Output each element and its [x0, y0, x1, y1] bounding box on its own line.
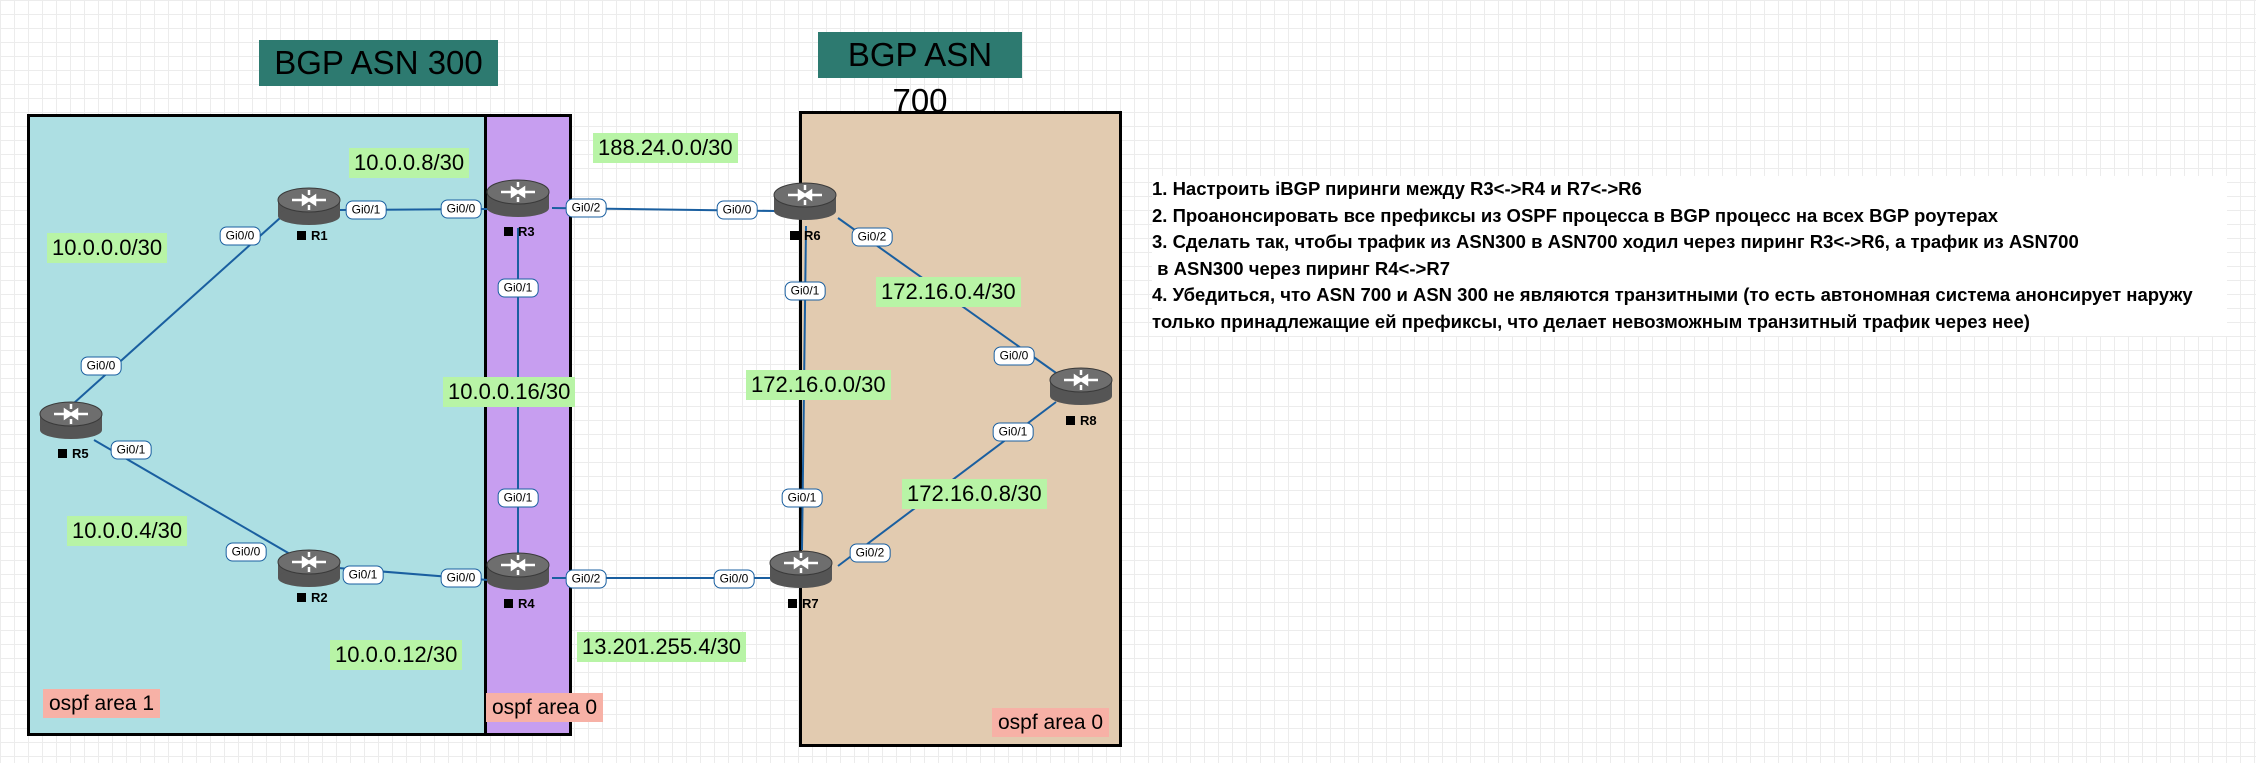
network-label-r6-r8: 172.16.0.4/30 [876, 277, 1021, 307]
network-label-r3-r4: 10.0.0.16/30 [443, 377, 576, 407]
task-line-4: в ASN300 через пиринг R4<->R7 [1152, 257, 1450, 279]
network-label-r2-r4: 10.0.0.12/30 [330, 640, 463, 670]
r8-port-gi0-1[interactable]: Gi0/1 [992, 422, 1034, 442]
r4-port-gi0-0[interactable]: Gi0/0 [440, 568, 482, 588]
network-label-r3-r6: 188.24.0.0/30 [593, 133, 738, 163]
r4-port-gi0-1[interactable]: Gi0/1 [497, 488, 539, 508]
r2-port-gi0-1[interactable]: Gi0/1 [342, 565, 384, 585]
r3-port-gi0-1[interactable]: Gi0/1 [497, 278, 539, 298]
ospf-area0-right-region [799, 111, 1122, 747]
ospf-area0-middle-label: ospf area 0 [486, 693, 604, 722]
r4-port-gi0-2[interactable]: Gi0/2 [565, 569, 607, 589]
router-r1-icon[interactable] [276, 180, 342, 226]
ospf-area1-region [27, 114, 487, 736]
router-r3-icon[interactable] [485, 172, 551, 218]
ospf-area0-right-label: ospf area 0 [992, 708, 1110, 737]
task-line-2: 2. Проанонсировать все префиксы из OSPF … [1152, 204, 1999, 226]
asn300-title: BGP ASN 300 [259, 40, 498, 86]
task-line-5: 4. Убедиться, что ASN 700 и ASN 300 не я… [1152, 284, 2193, 306]
r7-port-gi0-0[interactable]: Gi0/0 [713, 569, 755, 589]
task-list: 1. Настроить iBGP пиринги между R3<->R4 … [1152, 176, 2227, 336]
r7-port-gi0-1[interactable]: Gi0/1 [781, 488, 823, 508]
ospf-area0-middle-region [484, 114, 572, 736]
task-line-3: 3. Сделать так, чтобы трафик из ASN300 в… [1152, 231, 2079, 253]
r1-port-gi0-0[interactable]: Gi0/0 [219, 226, 261, 246]
router-r8-icon[interactable] [1048, 360, 1114, 406]
r5-port-gi0-0[interactable]: Gi0/0 [80, 356, 122, 376]
r7-port-gi0-2[interactable]: Gi0/2 [849, 543, 891, 563]
router-r5-label: R5 [58, 446, 89, 461]
r5-port-gi0-1[interactable]: Gi0/1 [110, 440, 152, 460]
router-r1-label: R1 [297, 228, 328, 243]
network-label-r5-r1: 10.0.0.0/30 [47, 233, 168, 263]
router-r5-icon[interactable] [38, 394, 104, 440]
r1-port-gi0-1[interactable]: Gi0/1 [345, 200, 387, 220]
task-line-1: 1. Настроить iBGP пиринги между R3<->R4 … [1152, 178, 1642, 199]
router-r7-icon[interactable] [768, 543, 834, 589]
router-r2-icon[interactable] [276, 542, 342, 588]
router-r4-icon[interactable] [485, 545, 551, 591]
network-label-r5-r2: 10.0.0.4/30 [67, 516, 188, 546]
router-r8-label: R8 [1066, 413, 1097, 428]
r2-port-gi0-0[interactable]: Gi0/0 [225, 542, 267, 562]
network-label-r6-r7: 172.16.0.0/30 [746, 370, 891, 400]
router-r7-label: R7 [788, 596, 819, 611]
r6-port-gi0-2[interactable]: Gi0/2 [851, 227, 893, 247]
r6-port-gi0-0[interactable]: Gi0/0 [716, 200, 758, 220]
r6-port-gi0-1[interactable]: Gi0/1 [784, 281, 826, 301]
router-r6-label: R6 [790, 228, 821, 243]
router-r6-icon[interactable] [772, 175, 838, 221]
router-r4-label: R4 [504, 596, 535, 611]
task-line-6: только принадлежащие ей префиксы, что де… [1152, 310, 2030, 332]
r3-port-gi0-2[interactable]: Gi0/2 [565, 198, 607, 218]
network-label-r7-r8: 172.16.0.8/30 [902, 479, 1047, 509]
router-r3-label: R3 [504, 224, 535, 239]
r3-port-gi0-0[interactable]: Gi0/0 [440, 199, 482, 219]
ospf-area1-label: ospf area 1 [43, 689, 161, 718]
network-label-r4-r7: 13.201.255.4/30 [577, 632, 747, 662]
router-r2-label: R2 [297, 590, 328, 605]
network-label-r1-r3: 10.0.0.8/30 [349, 148, 470, 178]
r8-port-gi0-0[interactable]: Gi0/0 [993, 346, 1035, 366]
